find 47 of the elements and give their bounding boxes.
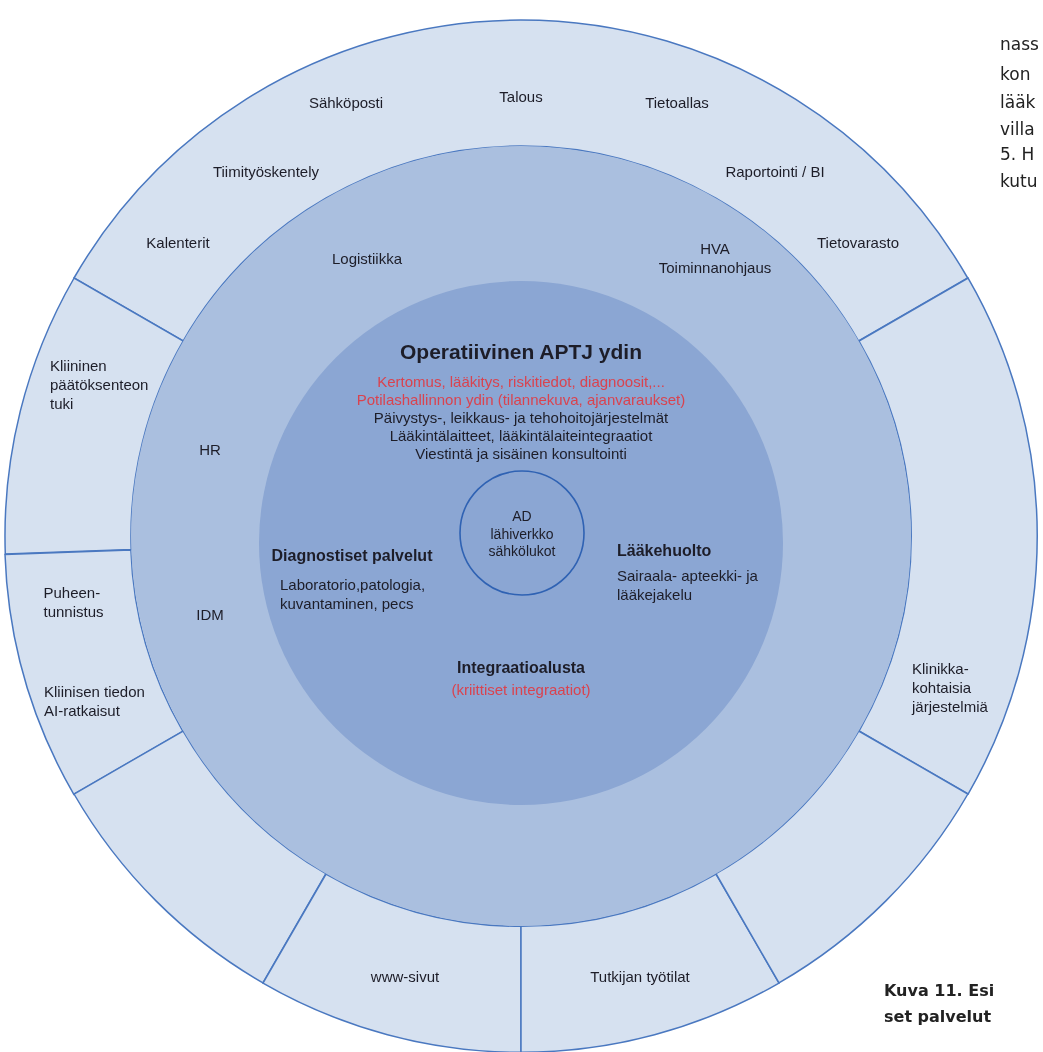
ring-segment bbox=[74, 20, 968, 341]
segment-label: Raportointi / BI bbox=[725, 162, 825, 182]
text-fragment: kutu bbox=[1000, 171, 1038, 191]
highlight-text: Potilashallinnon ydin (tilannekuva, ajanvaraukset) bbox=[356, 390, 686, 410]
ring-label: Logistiikka bbox=[332, 249, 402, 269]
section-heading: Diagnostiset palvelut bbox=[271, 546, 433, 566]
segment-label: Tietovarasto bbox=[817, 233, 899, 253]
core-text: Viestintä ja sisäinen konsultointi bbox=[415, 444, 627, 464]
figure-caption: Kuva 11. Esi set palvelut bbox=[884, 980, 996, 1028]
core-text: Sairaala- apteekki- ja lääkejakelu bbox=[617, 567, 759, 605]
highlight-text: Kertomus, lääkitys, riskitiedot, diagnoosit,... bbox=[377, 372, 665, 392]
center-label: AD lähiverkko sähkölukot bbox=[487, 507, 557, 561]
section-heading: Integraatioalusta bbox=[457, 658, 585, 678]
segment-label: Klinikka- kohtaisia järjestelmiä bbox=[912, 659, 989, 717]
text-fragment: nass bbox=[1000, 34, 1039, 54]
ring-label: HR bbox=[199, 440, 221, 460]
core-circle bbox=[259, 281, 783, 805]
segment-label: Sähköposti bbox=[308, 93, 384, 113]
section-heading: Lääkehuolto bbox=[617, 541, 713, 561]
text-fragment: lääk bbox=[1000, 92, 1036, 112]
ring-segment bbox=[858, 278, 1037, 794]
ring-segment bbox=[263, 873, 521, 1052]
segment-label: Kliininen päätöksenteon tuki bbox=[50, 356, 150, 414]
ring-segment bbox=[521, 873, 779, 1052]
segment-label: Talous bbox=[499, 87, 543, 107]
ring-label: HVA Toiminnanohjaus bbox=[657, 240, 773, 278]
segment-label: Tietoallas bbox=[645, 93, 709, 113]
segment-label: Kliinisen tiedon AI-ratkaisut bbox=[44, 683, 146, 721]
text-fragment: villa bbox=[1000, 119, 1035, 139]
ring-segment bbox=[74, 731, 326, 983]
segment-label: Puheen- tunnistus bbox=[43, 584, 105, 622]
highlight-text: (kriittiset integraatiot) bbox=[451, 680, 591, 700]
segment-label: www-sivut bbox=[370, 967, 440, 987]
text-fragment: 5. H bbox=[1000, 144, 1035, 164]
core-text: Lääkintälaitteet, lääkintälaiteintegraatiot bbox=[389, 426, 653, 446]
segment-label: Tutkijan työtilat bbox=[590, 967, 690, 987]
ring-segment bbox=[5, 549, 184, 794]
core-heading: Operatiivinen APTJ ydin bbox=[400, 338, 642, 365]
ring-segment bbox=[5, 278, 184, 554]
core-text: Päivystys-, leikkaus- ja tehohoitojärjestelmät bbox=[373, 408, 669, 428]
core-text: Laboratorio,patologia, kuvantaminen, pecs bbox=[280, 576, 427, 614]
segment-label: Kalenterit bbox=[146, 233, 210, 253]
ring-label: IDM bbox=[196, 605, 224, 625]
ring-segment bbox=[716, 731, 968, 983]
segment-label: Tiimityöskentely bbox=[212, 162, 320, 182]
center-circle bbox=[460, 471, 584, 595]
text-fragment: kon bbox=[1000, 64, 1031, 84]
